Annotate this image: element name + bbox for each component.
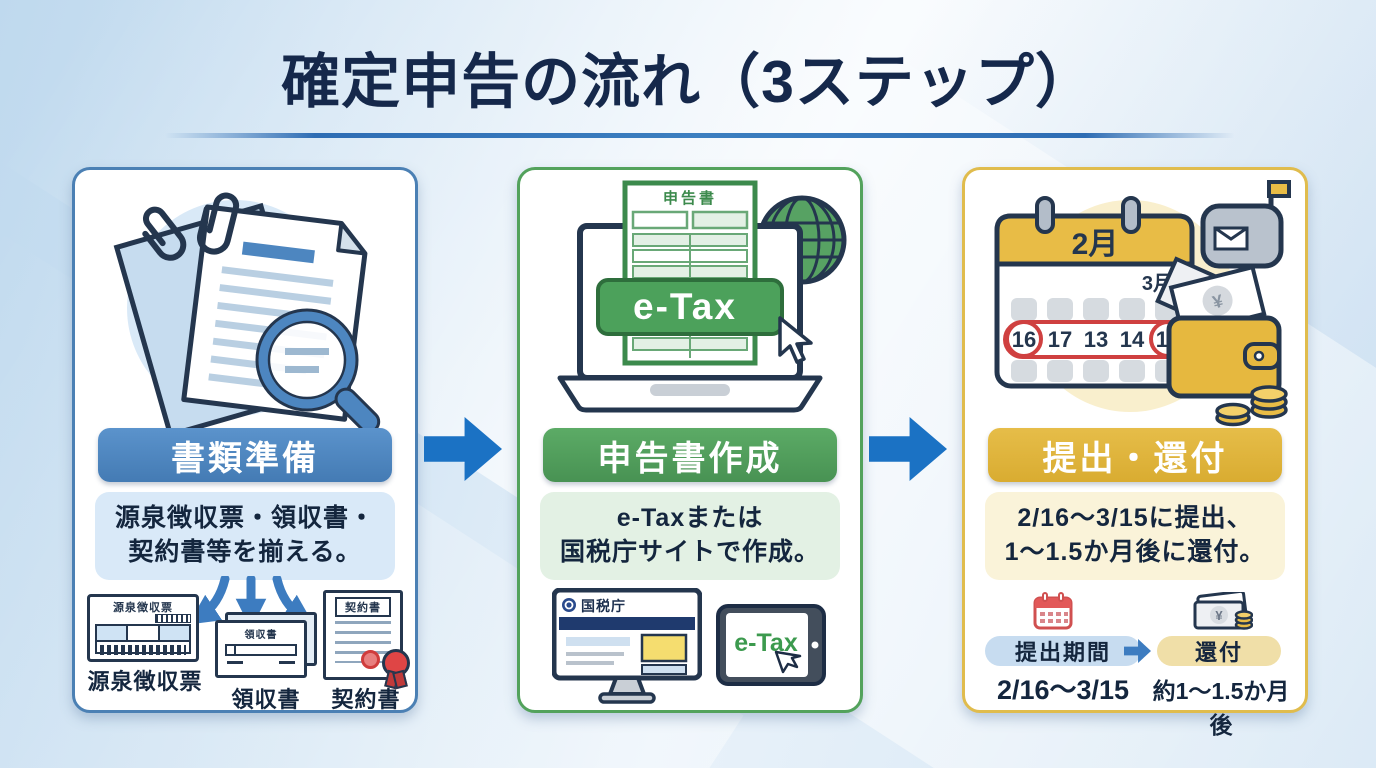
svg-text:14: 14 — [1120, 327, 1145, 352]
nta-site-name: 国税庁 — [581, 598, 626, 614]
laptop-base — [557, 375, 823, 413]
withholding-slip-title: 源泉徴収票 — [113, 602, 173, 614]
step3-panel: 2月 3月 16 17 13 14 15 — [962, 167, 1308, 738]
page-title: 確定申告の流れ（3ステップ） — [281, 49, 1095, 115]
ribbon-medal-icon — [382, 649, 410, 690]
submission-period-value: 2/16～3/15 — [996, 675, 1130, 705]
svg-text:16: 16 — [1012, 327, 1036, 352]
contract-label: 契約書 — [331, 687, 401, 712]
mailbox-flag — [1267, 180, 1291, 198]
receipt-icon: 領収書 — [215, 612, 317, 680]
receipt-title: 領収書 — [244, 630, 278, 641]
etax-tablet-icon: e-Tax — [716, 604, 826, 686]
refund-money-icon: ¥ — [1193, 589, 1254, 630]
receipt-label: 領収書 — [231, 687, 301, 712]
coins-icon — [1215, 385, 1288, 427]
svg-text:¥: ¥ — [1211, 291, 1226, 313]
withholding-slip-label: 源泉徴収票 — [87, 669, 203, 694]
tablet-etax-label: e-Tax — [734, 629, 798, 657]
receipt-front-sheet: 領収書 — [215, 620, 307, 678]
calendar-month-label: 2月 — [1072, 228, 1119, 261]
step2-header: 申告書作成 — [543, 428, 837, 482]
mailbox-icon — [1200, 180, 1291, 306]
slip-stripe — [155, 614, 191, 623]
contract-title: 契約書 — [335, 597, 391, 617]
calendar-refund-illustration: 2月 3月 16 17 13 14 15 — [994, 180, 1291, 427]
etax-button-label: e-Tax — [633, 286, 737, 327]
title-underline — [165, 133, 1235, 138]
step1-header: 書類準備 — [98, 428, 392, 482]
paperclip-icon — [142, 206, 187, 261]
svg-text:13: 13 — [1084, 327, 1108, 352]
arrow-step2-to-step3 — [869, 417, 947, 481]
paperclip-icon — [197, 192, 240, 255]
arrow-step1-to-step2 — [424, 417, 502, 481]
refund-timing-value: 約1～1.5か月後 — [1152, 678, 1290, 738]
tax-form-title: 申告書 — [663, 189, 717, 207]
step1-panel: 書類準備 源泉徴収票・領収書・ 契約書等を揃える。 源泉徴収票 — [72, 167, 418, 713]
submission-period-pill: 提出期間 — [985, 636, 1141, 666]
magnifier-icon — [255, 308, 381, 428]
step3-desc-line1: 2/16～3/15に提出、 — [1017, 504, 1253, 533]
step1-description: 源泉徴収票・領収書・ 契約書等を揃える。 — [95, 492, 395, 580]
red-seal-icon — [361, 650, 380, 669]
step1-desc-line2: 契約書等を揃える。 — [128, 538, 362, 566]
refund-pill: 還付 — [1157, 636, 1281, 666]
calendar-icon: 2月 3月 16 17 13 14 15 — [994, 196, 1195, 389]
step2-desc-line2: 国税庁サイトで作成。 — [559, 538, 820, 566]
start-date-circle — [1005, 320, 1043, 358]
step1-desc-line1: 源泉徴収票・領収書・ — [114, 504, 375, 533]
step2-description: e-Taxまたは 国税庁サイトで作成。 — [540, 492, 840, 580]
cursor-icon — [774, 650, 802, 674]
svg-text:¥: ¥ — [1215, 608, 1223, 623]
wallet-icon — [1166, 315, 1282, 399]
etax-button[interactable]: e-Tax — [596, 278, 784, 336]
cursor-icon — [778, 316, 813, 364]
etax-laptop-illustration: 申告書 e-Tax — [557, 180, 847, 413]
withholding-slip-icon: 源泉徴収票 — [87, 594, 199, 662]
tablet-camera-dot — [811, 641, 819, 649]
step3-header: 提出・還付 — [988, 428, 1282, 482]
contract-icon: 契約書 — [323, 590, 410, 690]
slip-table — [95, 624, 191, 655]
step3-description: 2/16～3/15に提出、 1～1.5か月後に還付。 — [985, 492, 1285, 580]
documents-illustration — [113, 192, 381, 428]
mini-calendar-icon — [1033, 592, 1073, 630]
step3-desc-line2: 1～1.5か月後に還付。 — [1004, 538, 1266, 566]
step2-panel: 申告書 e-Tax 申告書作成 e-Taxまたは 国税庁サイトで作 — [517, 167, 863, 713]
step2-desc-line1: e-Taxまたは — [616, 504, 764, 533]
nta-logo-icon — [562, 598, 576, 612]
nta-website-monitor-icon: 国税庁 — [551, 587, 703, 704]
svg-text:17: 17 — [1048, 327, 1072, 352]
